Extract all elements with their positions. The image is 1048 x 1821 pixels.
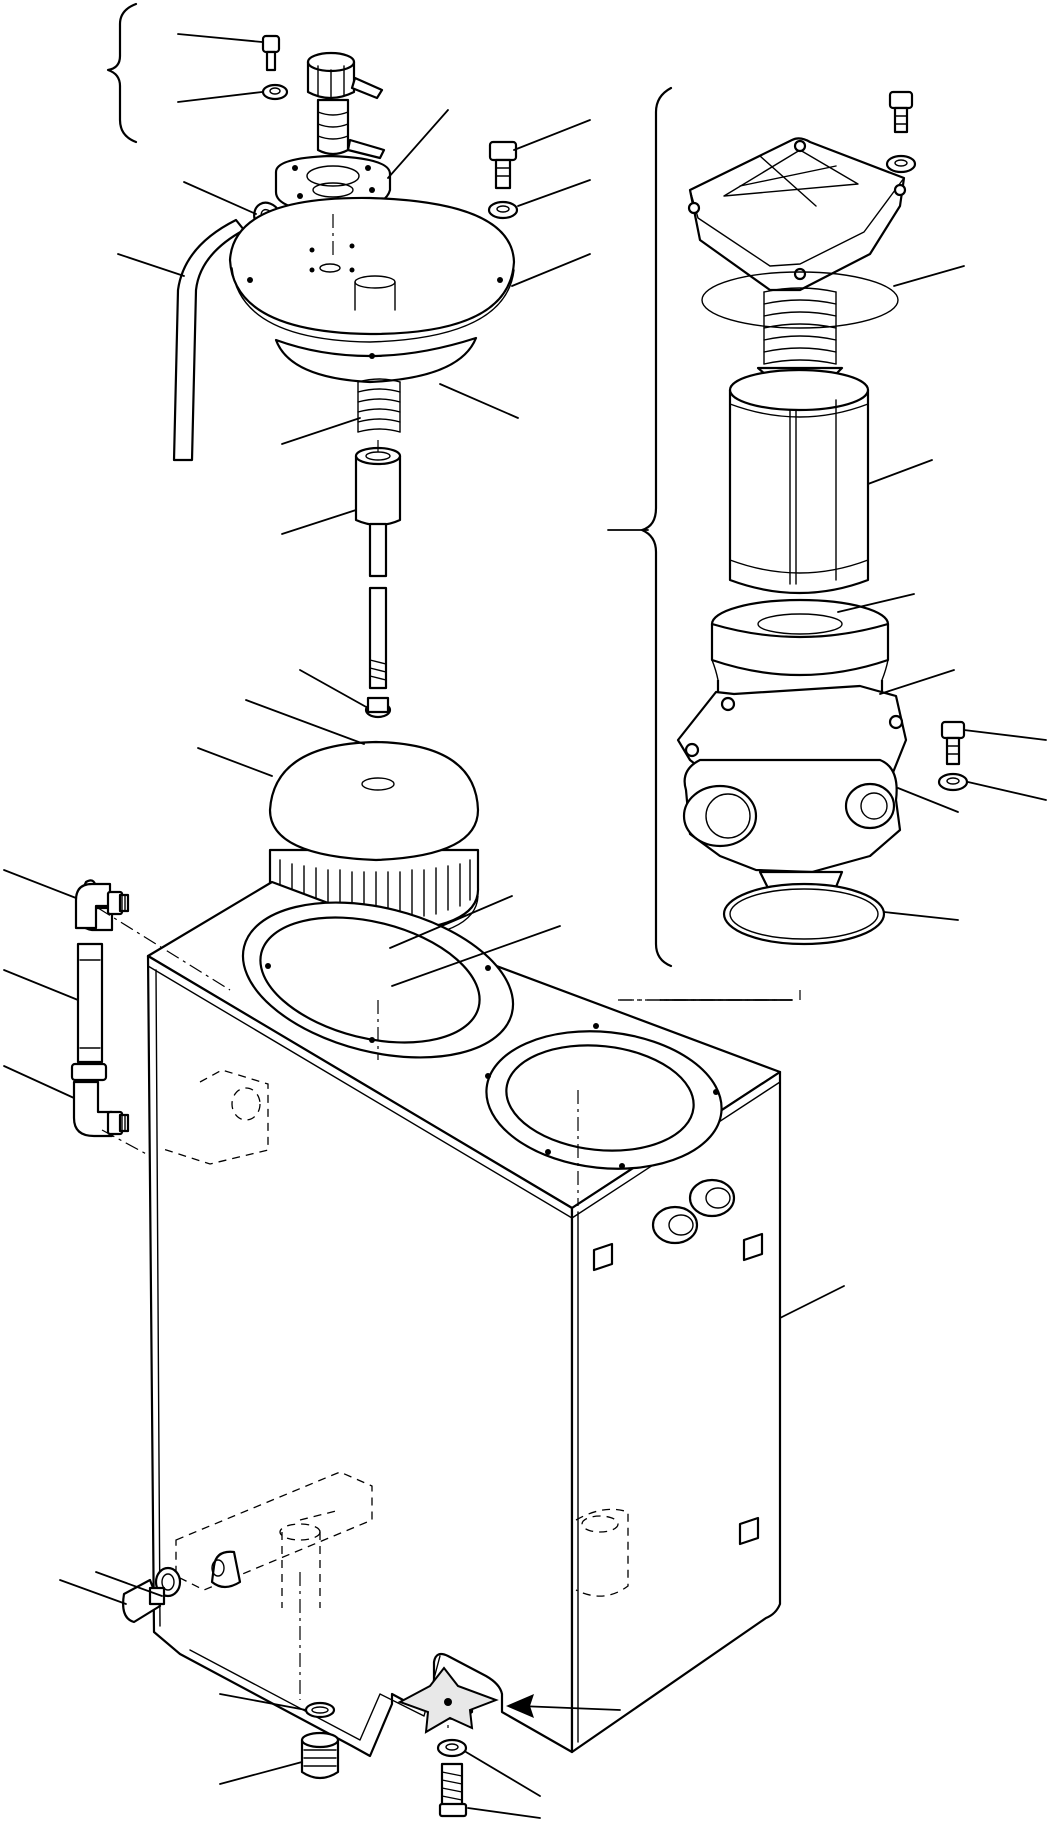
return-filter-housing xyxy=(676,90,969,946)
filter-connection-line xyxy=(620,990,801,1001)
drain-plug xyxy=(122,1566,182,1624)
tube-elbow-assembly xyxy=(70,879,130,1138)
group-bracket-right xyxy=(640,86,673,968)
group-bracket-top-left xyxy=(106,2,138,144)
bottom-plug xyxy=(300,1701,340,1780)
callout-leaders xyxy=(3,33,1047,1819)
bottom-bolt-assembly xyxy=(397,1666,499,1818)
cover-plate xyxy=(228,196,516,384)
hydraulic-tank xyxy=(146,880,782,1758)
cover-bolt xyxy=(487,140,519,220)
fill-cap-assembly xyxy=(261,34,392,214)
arrow-left-icon xyxy=(506,1694,621,1718)
